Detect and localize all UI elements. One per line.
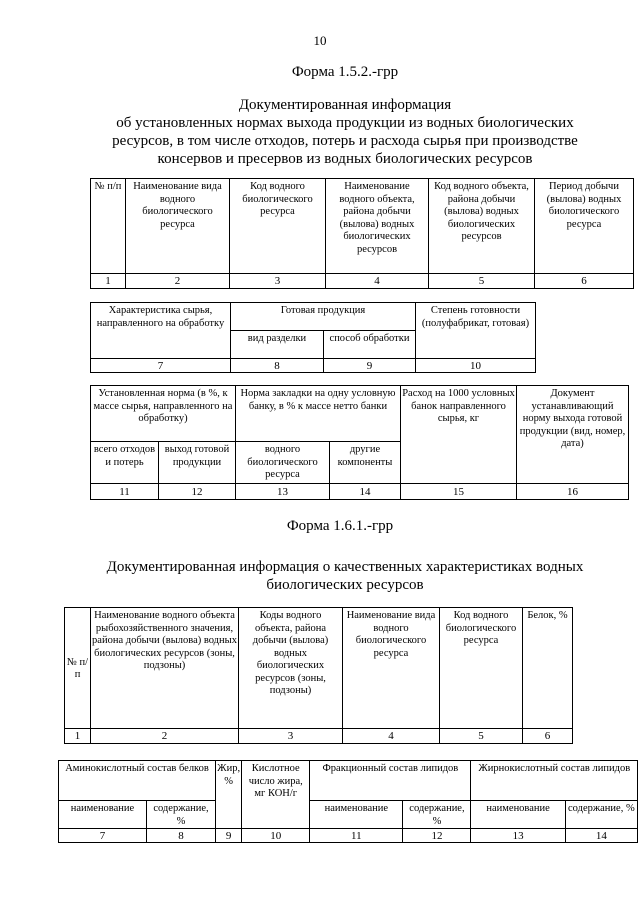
col-header-product-yield: выход готовой продукции <box>158 441 236 484</box>
col-number: 8 <box>230 358 324 373</box>
col-header-species-code: Код водного биологического ресурса <box>229 178 326 274</box>
col-number: 2 <box>90 728 239 744</box>
col-header-readiness: Степень готовности (полуфабрикат, готова… <box>415 302 537 359</box>
col-number: 13 <box>235 483 330 500</box>
col-number: 11 <box>90 483 159 500</box>
col-number: 16 <box>516 483 629 500</box>
col-number: 3 <box>238 728 343 744</box>
col-header-content: содержание, % <box>402 800 472 829</box>
col-header-acid-number: Кислотное число жира, мг КОН/г <box>241 760 311 829</box>
col-header-number: № п/п <box>90 178 126 274</box>
col-header-bio-resource: водного биологического ресурса <box>235 441 330 484</box>
col-header-content: содержание, % <box>564 800 639 829</box>
col-number: 14 <box>329 483 401 500</box>
col-number: 1 <box>64 728 91 744</box>
col-header-protein: Белок, % <box>522 607 573 729</box>
col-number: 9 <box>322 358 417 373</box>
col-number: 5 <box>428 273 535 289</box>
col-header-document: Документ устанавливающий норму выхода го… <box>516 385 629 484</box>
col-number: 6 <box>534 273 634 289</box>
col-number: 11 <box>309 828 404 843</box>
form-1-5-2-title: Форма 1.5.2.-грр <box>291 64 399 80</box>
table-1-5-2-part1: № п/п Наименование вида водного биологич… <box>90 178 634 289</box>
col-number: 13 <box>470 828 566 843</box>
col-number: 3 <box>229 273 326 289</box>
form-1-6-1-heading: Документированная информация о качествен… <box>106 559 584 593</box>
form-1-6-1-title: Форма 1.6.1.-грр <box>286 518 394 534</box>
col-header-content: содержание, % <box>145 800 217 829</box>
table-1-6-1-part1: № п/п Наименование водного объекта рыбох… <box>64 607 573 744</box>
col-header-processing-method: способ обработки <box>322 330 417 359</box>
col-header-other-components: другие компоненты <box>329 441 401 484</box>
col-number: 4 <box>342 728 440 744</box>
table-1-5-2-part2: Характеристика сырья, направленного на о… <box>90 302 537 373</box>
col-header-fat: Жир, % <box>215 760 243 829</box>
table-1-6-1-part2: Аминокислотный состав белков Жир, % Кисл… <box>57 760 639 843</box>
col-header-water-body-name: Наименование водного объекта рыбохозяйст… <box>90 607 239 729</box>
col-header-name: наименование <box>309 800 404 829</box>
col-header-species-name: Наименование вида водного биологического… <box>342 607 440 729</box>
col-number: 2 <box>125 273 230 289</box>
col-header-name: наименование <box>470 800 566 829</box>
col-header-water-body-code: Код водного объекта, района добычи (выло… <box>428 178 535 274</box>
col-number: 7 <box>90 358 231 373</box>
col-number: 6 <box>522 728 573 744</box>
col-header-name: наименование <box>58 800 147 829</box>
col-number: 10 <box>415 358 537 373</box>
col-header-water-body-codes: Коды водного объекта, района добычи (выл… <box>238 607 343 729</box>
col-number: 1 <box>90 273 126 289</box>
col-number: 5 <box>439 728 523 744</box>
table-1-5-2-part3: Установленная норма (в %, к массе сырья,… <box>90 385 629 500</box>
col-header-species-name: Наименование вида водного биологического… <box>125 178 230 274</box>
col-header-raw-material: Характеристика сырья, направленного на о… <box>90 302 231 359</box>
col-number: 9 <box>215 828 243 843</box>
col-number: 15 <box>400 483 517 500</box>
col-header-lipid-fractions: Фракционный состав липидов <box>309 760 472 801</box>
col-header-catch-period: Период добычи (вылова) водных биологичес… <box>534 178 634 274</box>
col-header-cut-type: вид разделки <box>230 330 324 359</box>
col-header-finished-product: Готовая продукция <box>229 302 417 331</box>
col-number: 4 <box>325 273 429 289</box>
col-number: 12 <box>402 828 472 843</box>
form-1-5-2-heading: Документированная информация об установл… <box>112 97 578 167</box>
col-header-total-waste: всего отходов и потерь <box>90 441 159 484</box>
col-number: 7 <box>58 828 147 843</box>
col-header-consumption: Расход на 1000 условных банок направленн… <box>400 385 517 484</box>
col-header-amino-acids: Аминокислотный состав белков <box>57 760 217 801</box>
col-number: 10 <box>241 828 311 843</box>
col-header-water-body-name: Наименование водного объекта, района доб… <box>325 178 429 274</box>
col-header-fatty-acids: Жирнокислотный состав липидов <box>470 760 638 801</box>
col-header-species-code: Код водного биологического ресурса <box>439 607 523 729</box>
col-number: 12 <box>158 483 236 500</box>
col-number: 14 <box>564 828 639 843</box>
page-number: 10 <box>313 33 327 48</box>
col-header-established-norm: Установленная норма (в %, к массе сырья,… <box>90 385 236 442</box>
col-number: 8 <box>145 828 217 843</box>
col-header-filling-norm: Норма закладки на одну условную банку, в… <box>235 385 401 442</box>
col-header-number: № п/п <box>64 607 91 729</box>
